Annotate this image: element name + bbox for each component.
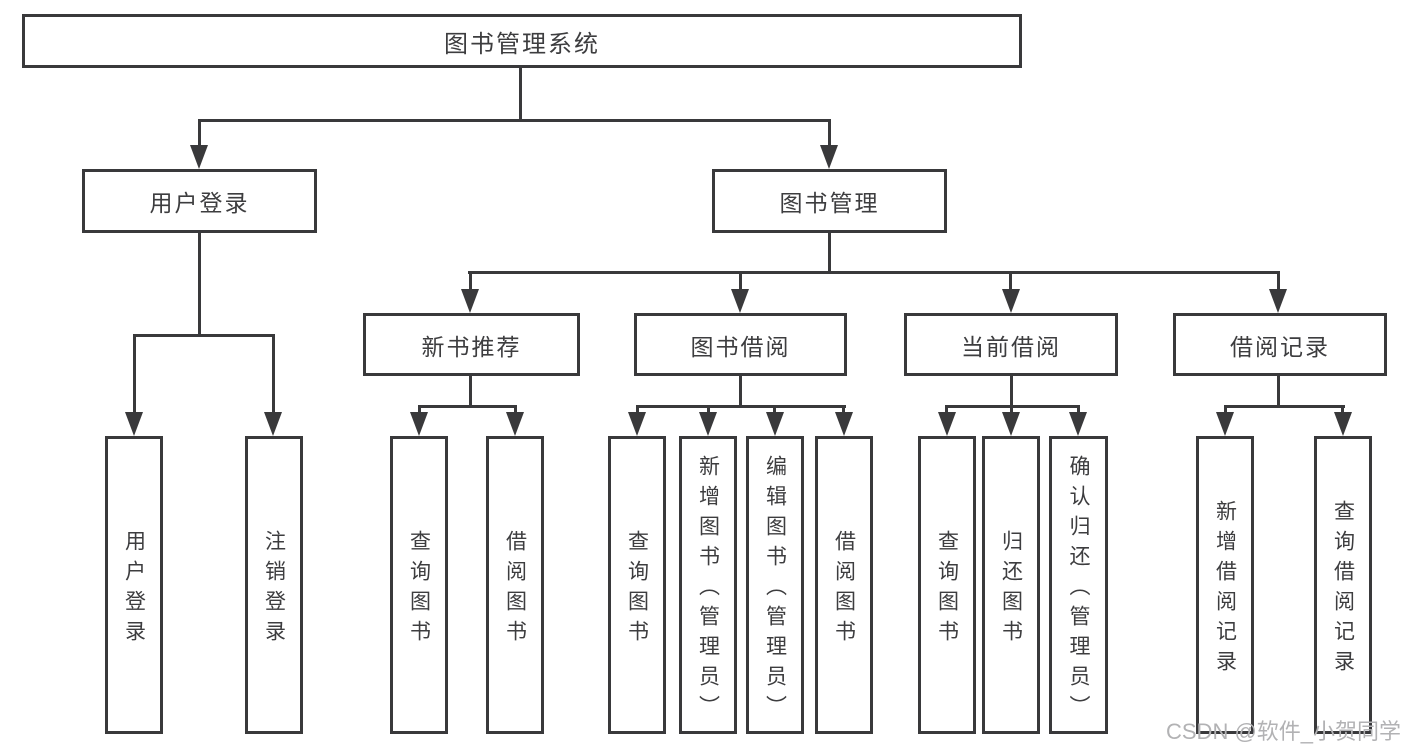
leaf-user-login-label: 用户登录 [122, 529, 146, 650]
leaf-logout: 注销登录 [245, 436, 303, 734]
connector-rail-user-login [133, 334, 275, 337]
connector-borrowing-records-stem [1277, 375, 1280, 407]
arrowhead-icon [628, 412, 646, 436]
node-book-management: 图书管理 [712, 169, 947, 233]
node-current-borrowing: 当前借阅 [904, 313, 1118, 376]
leaf-borrow-books-recommend-label: 借阅图书 [503, 529, 527, 650]
connector-rail-new-books [418, 405, 517, 408]
leaf-add-borrow-record-label: 新增借阅记录 [1213, 499, 1237, 680]
arrowhead-icon [699, 412, 717, 436]
arrowhead-icon [190, 145, 208, 169]
leaf-query-books-borrowing-label: 查询图书 [625, 529, 649, 650]
leaf-user-login: 用户登录 [105, 436, 163, 734]
connector-root-stem [519, 67, 522, 121]
leaf-query-borrow-record-label: 查询借阅记录 [1331, 499, 1355, 680]
node-book-borrowing-label: 图书借阅 [690, 333, 791, 360]
connector-rail-borrowing-records [1224, 405, 1345, 408]
node-book-management-label: 图书管理 [779, 190, 880, 216]
arrowhead-icon [264, 412, 282, 436]
leaf-edit-book-admin-label: 编辑图书（管理员） [763, 454, 787, 725]
connector-drop-user-login [198, 119, 201, 146]
connector-drop [842, 405, 845, 416]
leaf-return-books-label: 归还图书 [999, 529, 1023, 650]
connector-new-books-stem [469, 375, 472, 407]
node-root-label: 图书管理系统 [444, 30, 600, 58]
node-book-borrowing: 图书借阅 [634, 313, 847, 376]
connector-drop [1224, 405, 1227, 416]
connector-drop [418, 405, 421, 416]
connector-rail-level3 [468, 271, 1280, 274]
arrowhead-icon [835, 412, 853, 436]
connector-rail-level2 [198, 119, 831, 122]
leaf-query-books-borrowing: 查询图书 [608, 436, 666, 734]
connector-drop [636, 405, 639, 416]
leaf-confirm-return-admin-label: 确认归还（管理员） [1067, 454, 1090, 725]
connector-drop-current-borrowing [1009, 271, 1012, 291]
connector-book-management-stem [828, 232, 831, 273]
connector-book-borrowing-stem [739, 375, 742, 407]
connector-drop [1077, 405, 1080, 416]
node-user-login-label: 用户登录 [149, 190, 250, 216]
arrowhead-icon [766, 412, 784, 436]
leaf-add-borrow-record: 新增借阅记录 [1196, 436, 1254, 734]
node-borrowing-records-label: 借阅记录 [1230, 333, 1330, 360]
connector-drop [514, 405, 517, 416]
arrowhead-icon [1269, 289, 1287, 313]
arrowhead-icon [125, 412, 143, 436]
leaf-borrow-books: 借阅图书 [815, 436, 873, 734]
connector-user-login-stem [198, 232, 201, 336]
leaf-return-books: 归还图书 [982, 436, 1040, 734]
leaf-add-book-admin: 新增图书（管理员） [679, 436, 737, 734]
connector-drop [773, 405, 776, 416]
arrowhead-icon [1334, 412, 1352, 436]
leaf-borrow-books-label: 借阅图书 [832, 529, 856, 650]
leaf-query-books-recommend: 查询图书 [390, 436, 448, 734]
connector-drop-book-borrowing [739, 271, 742, 291]
node-root: 图书管理系统 [22, 14, 1022, 68]
arrowhead-icon [820, 145, 838, 169]
connector-drop-leaf-logout [272, 334, 275, 414]
leaf-query-books-current: 查询图书 [918, 436, 976, 734]
node-new-book-recommendation-label: 新书推荐 [421, 333, 522, 360]
arrowhead-icon [506, 412, 524, 436]
leaf-add-book-admin-label: 新增图书（管理员） [696, 454, 720, 725]
leaf-query-borrow-record: 查询借阅记录 [1314, 436, 1372, 734]
connector-drop [945, 405, 948, 416]
node-new-book-recommendation: 新书推荐 [363, 313, 580, 376]
arrowhead-icon [1069, 412, 1087, 436]
leaf-query-books-recommend-label: 查询图书 [407, 529, 431, 650]
connector-current-borrowing-stem [1010, 375, 1013, 407]
connector-drop [1010, 405, 1013, 416]
arrowhead-icon [938, 412, 956, 436]
node-current-borrowing-label: 当前借阅 [961, 333, 1061, 360]
connector-rail-book-borrowing [636, 405, 846, 408]
connector-drop-new-books [469, 271, 472, 291]
node-user-login: 用户登录 [82, 169, 317, 233]
node-borrowing-records: 借阅记录 [1173, 313, 1387, 376]
arrowhead-icon [1216, 412, 1234, 436]
leaf-edit-book-admin: 编辑图书（管理员） [746, 436, 804, 734]
arrowhead-icon [1002, 289, 1020, 313]
connector-drop-book-management [828, 119, 831, 146]
arrowhead-icon [410, 412, 428, 436]
connector-drop [707, 405, 710, 416]
arrowhead-icon [461, 289, 479, 313]
connector-drop-borrowing-records [1277, 271, 1280, 291]
leaf-query-books-current-label: 查询图书 [935, 529, 959, 650]
leaf-borrow-books-recommend: 借阅图书 [486, 436, 544, 734]
watermark: CSDN @软件_小贺同学 [1166, 719, 1402, 744]
connector-drop-leaf-user-login [133, 334, 136, 414]
leaf-logout-label: 注销登录 [262, 529, 286, 650]
connector-drop [1341, 405, 1344, 416]
leaf-confirm-return-admin: 确认归还（管理员） [1049, 436, 1108, 734]
arrowhead-icon [731, 289, 749, 313]
arrowhead-icon [1002, 412, 1020, 436]
